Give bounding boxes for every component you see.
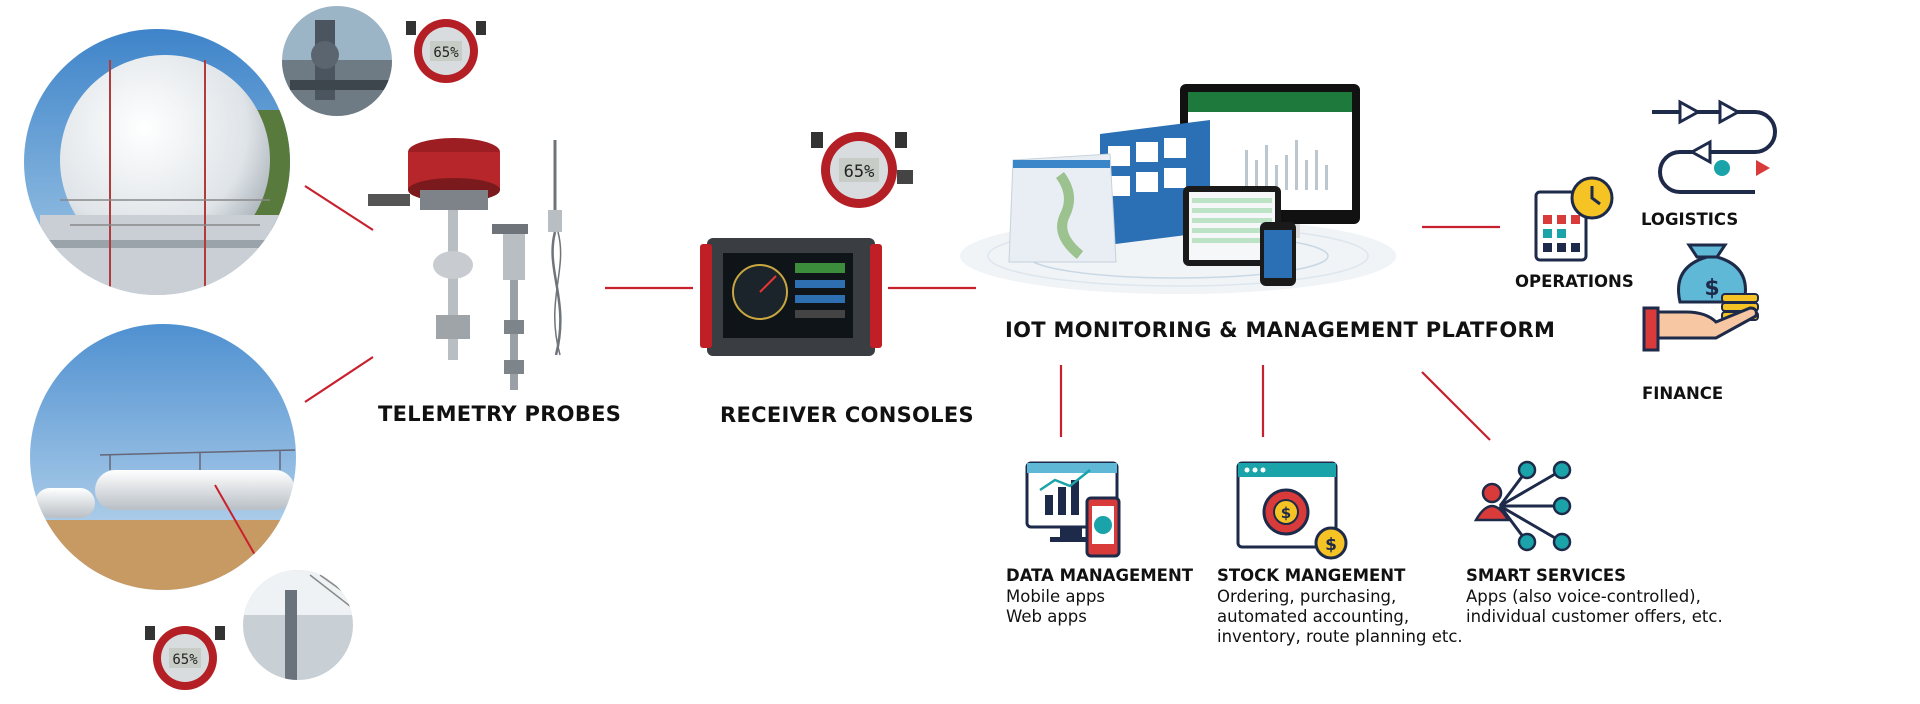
map-window [1008, 153, 1117, 263]
stock-management-label: STOCK MANGEMENT [1217, 566, 1406, 585]
svg-text:$: $ [1325, 535, 1337, 555]
gauge-display-bottom: 65% [172, 652, 198, 668]
operations-label: OPERATIONS [1515, 272, 1634, 291]
probe-cable [548, 140, 562, 356]
smart-services-desc: Apps (also voice-controlled), individual… [1466, 587, 1723, 627]
gauge-display-top: 65% [433, 45, 459, 61]
gauge-display-receiver: 65% [844, 162, 875, 182]
desc-line: inventory, route planning etc. [1217, 627, 1463, 646]
svg-text:$: $ [1281, 504, 1291, 522]
data-management-label: DATA MANAGEMENT [1006, 566, 1194, 585]
smart-services-label: SMART SERVICES [1466, 566, 1627, 585]
platform-label: IOT MONITORING & MANAGEMENT PLATFORM [1005, 318, 1556, 342]
laptop-back [1100, 120, 1210, 246]
logistics-label: LOGISTICS [1641, 210, 1739, 229]
svg-text:$: $ [1704, 276, 1719, 301]
desc-line: Mobile apps [1006, 587, 1106, 606]
telemetry-probes-label: TELEMETRY PROBES [378, 402, 622, 426]
connector-platform-smart [1421, 371, 1491, 441]
desc-line: Ordering, purchasing, [1217, 587, 1397, 606]
phone [1260, 222, 1296, 286]
desc-line: automated accounting, [1217, 607, 1410, 626]
stock-management-desc: Ordering, purchasing, automated accounti… [1217, 587, 1463, 647]
data-management-desc: Mobile apps Web apps [1006, 587, 1105, 627]
probe-medium [492, 224, 528, 390]
desc-line: Apps (also voice-controlled), [1466, 587, 1701, 606]
probe-main [368, 138, 500, 360]
connector-tank2-probes [304, 356, 374, 403]
receiver-consoles-label: RECEIVER CONSOLES [720, 403, 974, 427]
connector-tank1-probes [304, 185, 374, 231]
desc-line: individual customer offers, etc. [1466, 607, 1723, 626]
desc-line: Web apps [1006, 607, 1087, 626]
finance-label: FINANCE [1642, 384, 1724, 403]
